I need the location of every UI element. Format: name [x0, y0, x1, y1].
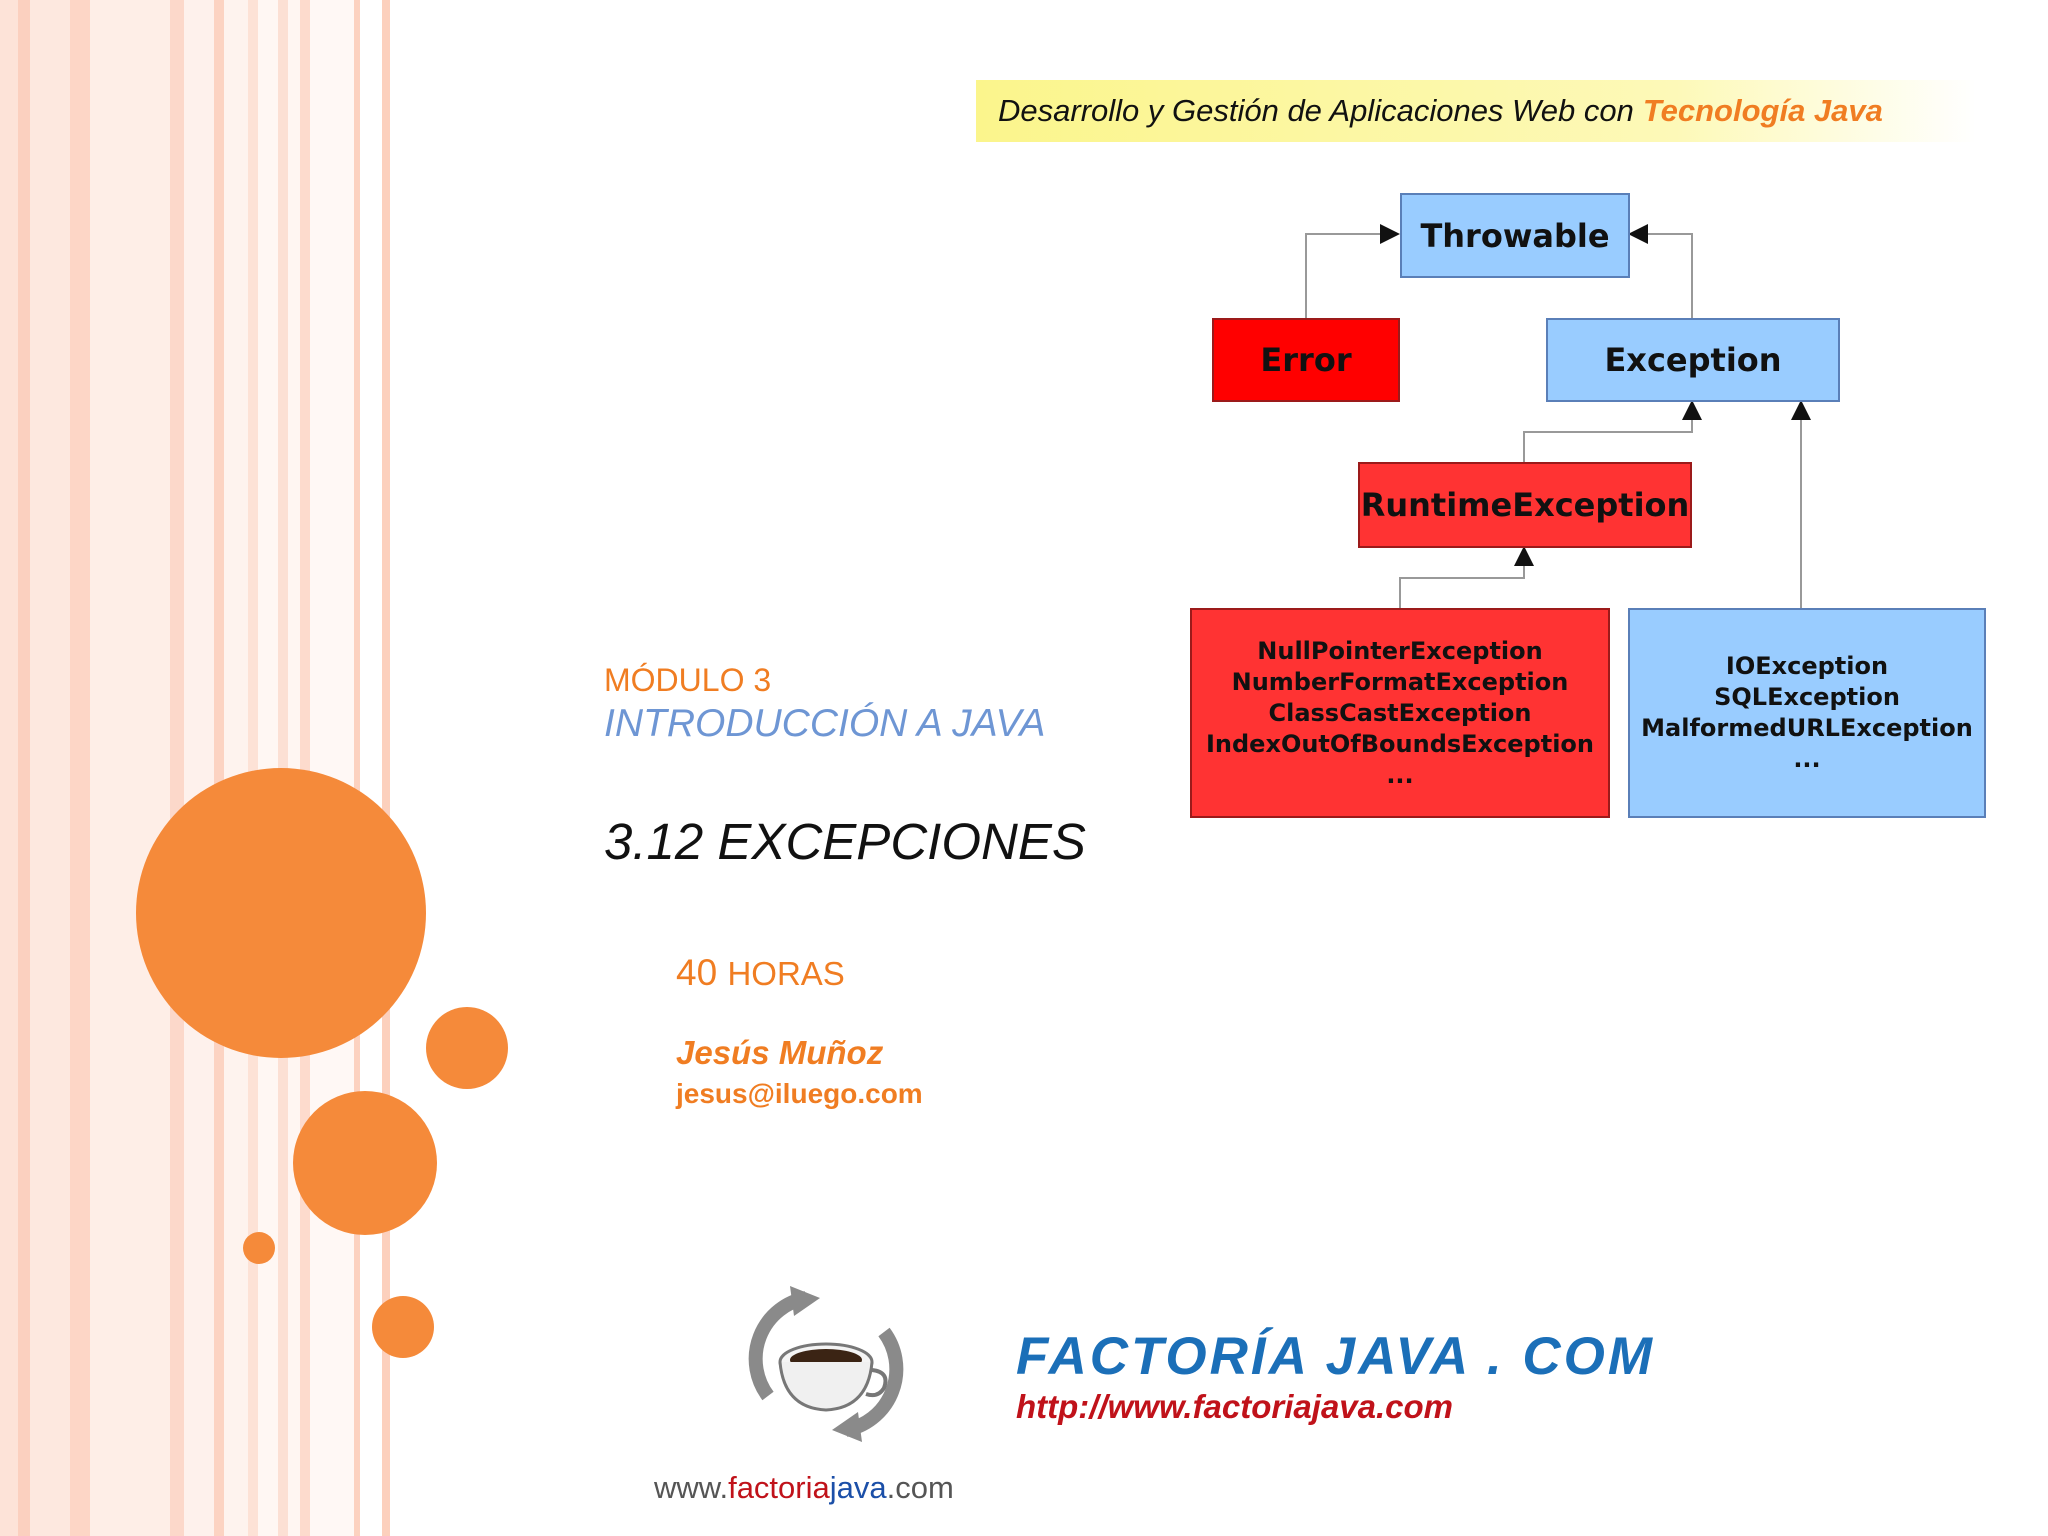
- topic-title: 3.12 EXCEPCIONES: [604, 812, 1086, 871]
- website-link[interactable]: http://www.factoriajava.com: [1016, 1388, 1453, 1426]
- subclass-item: IndexOutOfBoundsException: [1206, 729, 1594, 760]
- error-box: Error: [1212, 318, 1400, 402]
- throwable-box: Throwable: [1400, 193, 1630, 278]
- brand-name: FACTORÍA JAVA . COM: [1016, 1326, 1655, 1387]
- course-title: INTRODUCCIÓN A JAVA: [604, 702, 1045, 746]
- author-email[interactable]: jesus@iluego.com: [676, 1078, 923, 1110]
- subclass-item: NumberFormatException: [1232, 667, 1569, 698]
- hours-label: HORAS: [727, 955, 844, 992]
- coffee-cup-refresh-icon: [728, 1276, 924, 1452]
- subclass-item: SQLException: [1714, 682, 1900, 713]
- subclass-item: NullPointerException: [1257, 636, 1542, 667]
- runtime-subclasses-box: NullPointerException NumberFormatExcepti…: [1190, 608, 1610, 818]
- hours-number: 40: [676, 952, 717, 993]
- module-label: MÓDULO 3: [604, 662, 771, 699]
- exception-box: Exception: [1546, 318, 1840, 402]
- logo-wordmark: www.factoriajava.com: [654, 1470, 954, 1506]
- subclass-item: MalformedURLException: [1641, 713, 1973, 744]
- course-hours: 40 HORAS: [676, 952, 845, 994]
- subclass-item: ...: [1386, 760, 1413, 791]
- author-name: Jesús Muñoz: [676, 1034, 883, 1072]
- checked-subclasses-box: IOException SQLException MalformedURLExc…: [1628, 608, 1986, 818]
- subclass-item: ClassCastException: [1268, 698, 1531, 729]
- subclass-item: IOException: [1726, 651, 1888, 682]
- subclass-item: ...: [1793, 744, 1820, 775]
- runtime-exception-box: RuntimeException: [1358, 462, 1692, 548]
